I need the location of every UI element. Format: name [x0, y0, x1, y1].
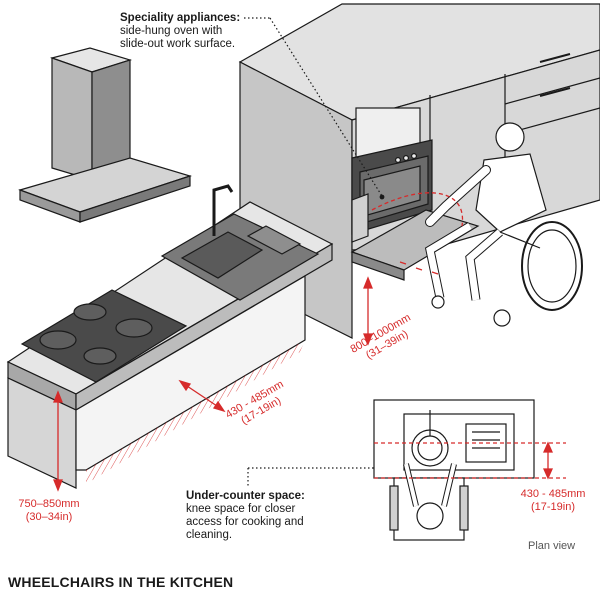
speciality-callout: Speciality appliances: side-hung oven wi…	[120, 12, 270, 51]
under-counter-callout: Under-counter space: knee space for clos…	[186, 490, 336, 542]
speciality-line-2: slide-out work surface.	[120, 38, 236, 50]
plan-depth-label: 430 - 485mm (17-19in)	[508, 488, 598, 514]
oven	[351, 139, 433, 243]
counter-height-label: 750–850mm (30–34in)	[4, 498, 94, 524]
range-hood	[18, 47, 193, 223]
sink	[160, 184, 320, 301]
speciality-leader	[244, 17, 383, 197]
plan-depth-dim	[542, 441, 554, 480]
counter-height-in: (30–34in)	[25, 511, 73, 523]
counter-height-dim	[53, 390, 63, 492]
under-counter-heading: Under-counter space:	[186, 490, 305, 502]
knee-depth-dim	[178, 379, 226, 413]
counter-height-mm: 750–850mm	[18, 498, 80, 510]
wheelchair-user	[424, 122, 583, 327]
slide-out-surface	[350, 209, 480, 281]
under-counter-leader	[247, 467, 380, 488]
under-counter-line-3: cleaning.	[186, 529, 233, 541]
under-counter-line-1: knee space for closer	[186, 503, 296, 515]
plan-view	[373, 399, 566, 541]
plan-depth-in: (17-19in)	[530, 501, 576, 513]
speciality-leader-dot	[379, 194, 385, 200]
speciality-line-1: side-hung oven with	[120, 25, 223, 37]
plan-view-label: Plan view	[528, 540, 576, 552]
speciality-heading: Speciality appliances:	[120, 12, 241, 24]
under-counter-line-2: access for cooking and	[186, 516, 304, 528]
plan-depth-mm: 430 - 485mm	[520, 488, 586, 500]
slide-out-arrows	[399, 261, 439, 275]
oven-swing-arc	[371, 192, 464, 227]
diagram-title: WHEELCHAIRS IN THE KITCHEN	[8, 574, 234, 590]
cooktop	[20, 289, 188, 383]
oven-height-dim	[363, 276, 373, 346]
